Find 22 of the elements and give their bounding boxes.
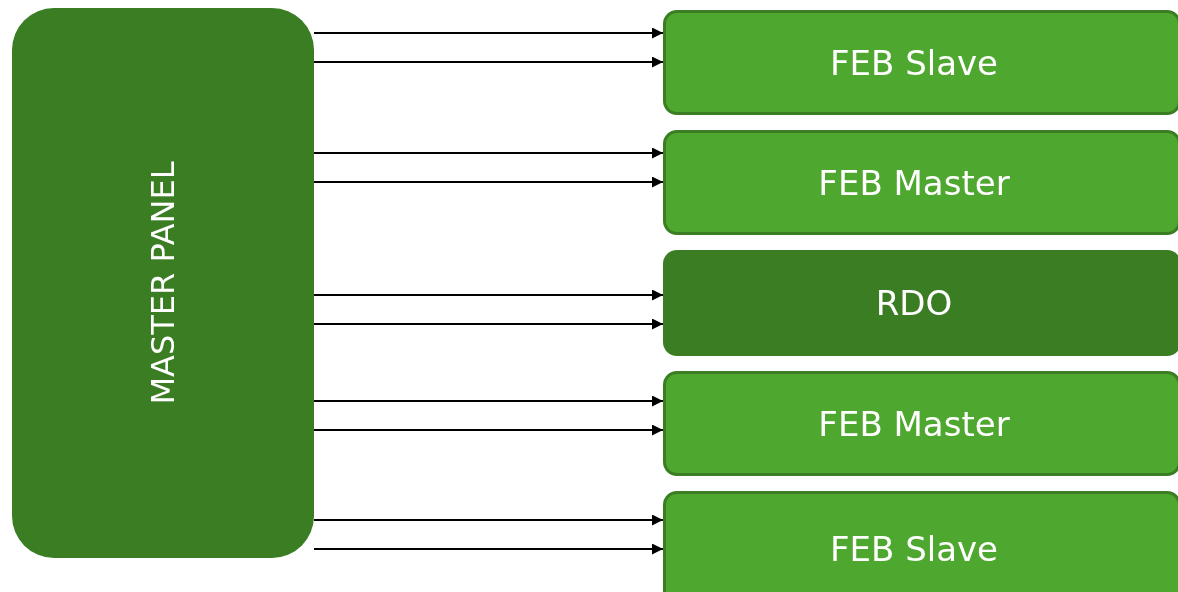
arrow (313, 318, 664, 330)
arrow (313, 56, 664, 68)
module-box (663, 130, 1178, 235)
panel-box (12, 8, 314, 558)
box-label: FEB Slave (829, 42, 999, 83)
box-label: FEB Master (818, 162, 1010, 203)
module-box (663, 491, 1178, 592)
box-label: FEB Master (818, 403, 1010, 444)
module-box (663, 371, 1178, 476)
arrow (313, 176, 664, 188)
box-label: RDO (875, 283, 953, 323)
arrow (313, 543, 664, 555)
arrow (313, 147, 664, 159)
arrow (313, 27, 664, 39)
module-box (663, 10, 1178, 115)
box-label: MASTER PANEL (144, 161, 182, 405)
arrow (313, 289, 664, 301)
arrow (313, 514, 664, 526)
arrow (313, 424, 664, 436)
box-label: FEB Slave (829, 528, 999, 569)
module-box (663, 250, 1178, 356)
arrow (313, 395, 664, 407)
